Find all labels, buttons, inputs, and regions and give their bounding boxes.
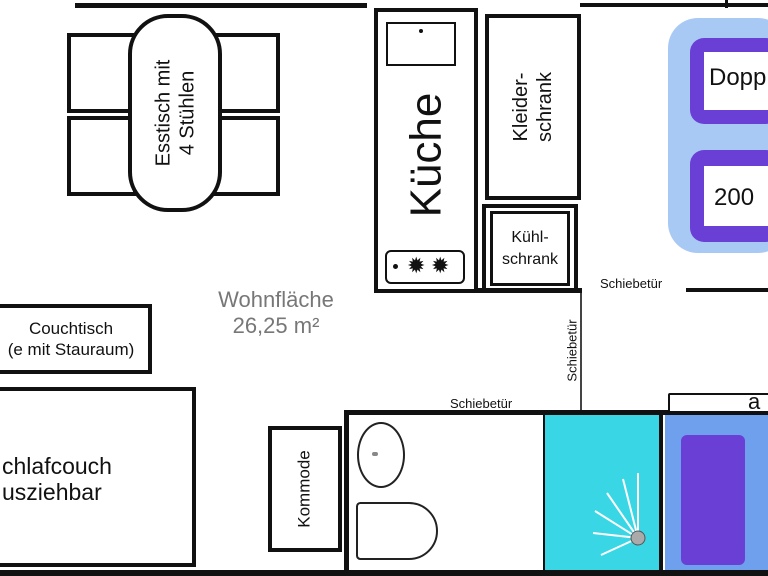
bath-shelf-label: a — [748, 389, 761, 414]
bed-pillow-top-inner — [704, 52, 768, 110]
bedroom-bottom-wall — [686, 288, 768, 292]
sliding-door-label-3-wrap: Schiebetür — [552, 310, 592, 390]
kitchen-bottom-wall — [374, 288, 582, 293]
dining-table-label: Esstisch mit 4 Stühlen — [152, 59, 198, 167]
dresser: Kommode — [268, 426, 342, 552]
chair-bottom-left — [67, 116, 137, 196]
sliding-door-label-1: Schiebetür — [600, 276, 663, 291]
bottom-wall — [0, 570, 768, 576]
bath-left-wall — [344, 410, 349, 576]
dresser-label: Kommode — [295, 450, 315, 528]
living-area-size: 26,25 m² — [232, 313, 320, 338]
chair-top-left — [67, 33, 137, 113]
kitchen-label-wrap: Küche — [384, 70, 468, 240]
bath-shelf: a — [668, 389, 768, 414]
sink-drain — [419, 29, 423, 33]
coffee-table: Couchtisch (e mit Stauraum) — [0, 304, 152, 374]
bathtub-basin — [681, 435, 745, 565]
fridge-label: Kühl- schrank — [501, 228, 559, 268]
washbasin-drain — [372, 452, 378, 456]
bath-top-wall — [344, 410, 768, 415]
top-wall-tick — [725, 0, 728, 8]
sliding-door-label-2: Schiebetür — [450, 396, 513, 411]
stove-dot-icon — [393, 264, 398, 269]
fridge: Kühl- schrank — [490, 211, 570, 286]
top-wall-left — [75, 3, 367, 8]
shower-area — [543, 415, 663, 570]
sofa-bed: chlafcouch usziehbar — [0, 387, 196, 567]
wardrobe: Kleider- schrank — [485, 14, 581, 200]
bed-pillow-top — [690, 38, 768, 124]
partition-vertical — [580, 293, 582, 411]
burner-icon: ✹ — [407, 253, 426, 278]
bed-pillow-bottom-inner — [704, 166, 768, 226]
top-wall-right — [580, 3, 768, 7]
kitchen-sink — [386, 22, 456, 66]
kitchen-stove: ✹ ✹ — [385, 250, 465, 284]
bed-label-bottom: 200 — [714, 184, 755, 211]
washbasin-icon — [357, 422, 405, 488]
sliding-door-label-3: Schiebetür — [564, 318, 580, 382]
wardrobe-label: Kleider- schrank — [510, 71, 556, 143]
toilet-icon — [356, 502, 438, 560]
coffee-table-label: Couchtisch (e mit Stauraum) — [7, 318, 135, 359]
living-area-name: Wohnfläche — [218, 287, 334, 312]
shower-drain-icon — [592, 473, 646, 556]
bed-pillow-bottom — [690, 150, 768, 242]
bed-label-top: Dopp — [709, 64, 767, 91]
dining-table: Esstisch mit 4 Stühlen — [128, 14, 222, 212]
kitchen-label: Küche — [401, 92, 451, 218]
burner-icon: ✹ — [431, 253, 450, 278]
sofa-bed-label: chlafcouch usziehbar — [2, 453, 112, 506]
bathtub — [665, 415, 768, 570]
